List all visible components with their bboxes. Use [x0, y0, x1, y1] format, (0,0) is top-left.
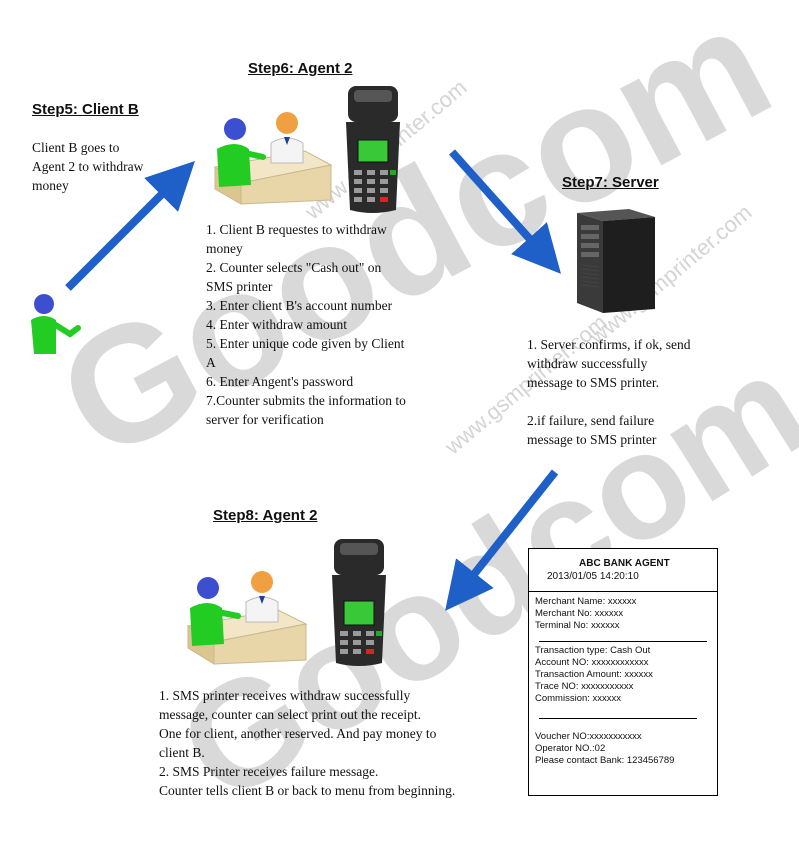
step7-line: 2.if failure, send failure: [527, 413, 655, 428]
step5-heading: Step5: Client B: [32, 101, 139, 118]
step8-line: 2. SMS Printer receives failure message.: [159, 764, 379, 779]
sms-printer-icon: [346, 86, 400, 213]
step6-line: 7.Counter submits the information to: [206, 393, 406, 408]
step7-line: message to SMS printer.: [527, 375, 659, 390]
arrow-client-to-agent: [65, 161, 195, 291]
step8-line: 1. SMS printer receives withdraw success…: [159, 688, 411, 703]
step6-line: SMS printer: [206, 279, 273, 294]
step7-description: 1. Server confirms, if ok, send withdraw…: [527, 335, 767, 449]
step6-line: server for verification: [206, 412, 324, 427]
receipt-trace-no: Trace NO: xxxxxxxxxxx: [535, 681, 634, 692]
receipt-datetime: 2013/01/05 14:20:10: [547, 571, 639, 582]
step8-description: 1. SMS printer receives withdraw success…: [159, 686, 524, 800]
step7-line: withdraw successfully: [527, 356, 648, 371]
step6-line: 1. Client B requestes to withdraw: [206, 222, 387, 237]
step6-heading: Step6: Agent 2: [248, 60, 353, 77]
step7-line: 1. Server confirms, if ok, send: [527, 337, 691, 352]
step8-heading: Step8: Agent 2: [213, 507, 318, 524]
receipt-merchant-name: Merchant Name: xxxxxx: [535, 596, 637, 607]
receipt-account-no: Account NO: xxxxxxxxxxxx: [535, 657, 649, 668]
step5-line: money: [32, 178, 69, 193]
step8-line: client B.: [159, 745, 205, 760]
step7-line: message to SMS printer: [527, 432, 657, 447]
receipt-commission: Commission: xxxxxx: [535, 693, 622, 704]
step5-line: Client B goes to: [32, 140, 120, 155]
step6-line: money: [206, 241, 243, 256]
step8-line: message, counter can select print out th…: [159, 707, 422, 722]
client-b-person-icon: [31, 294, 81, 354]
step6-line: A: [206, 355, 216, 370]
agent-counter-icon: [213, 112, 333, 205]
receipt-terminal-no: Terminal No: xxxxxx: [535, 620, 620, 631]
step8-line: Counter tells client B or back to menu f…: [159, 783, 456, 798]
sms-printer-icon-step8: [332, 539, 386, 666]
step6-line: 5. Enter unique code given by Client: [206, 336, 405, 351]
step5-description: Client B goes to Agent 2 to withdraw mon…: [32, 138, 202, 195]
step7-line: [527, 392, 767, 411]
step6-list: 1. Client B requestes to withdraw money …: [206, 220, 466, 429]
arrow-agent-to-server: [449, 149, 561, 274]
receipt-divider: [529, 591, 717, 592]
step6-line: 6. Enter Angent's password: [206, 374, 354, 389]
receipt-divider: [539, 718, 697, 719]
receipt-transaction-amount: Transaction Amount: xxxxxx: [535, 669, 653, 680]
step6-instructions: 1. Client B requestes to withdraw money …: [206, 220, 466, 429]
step5-line: Agent 2 to withdraw: [32, 159, 144, 174]
arrow-server-to-agent: [445, 469, 559, 611]
receipt-operator-no: Operator NO.:02: [535, 743, 606, 754]
step6-line: 4. Enter withdraw amount: [206, 317, 347, 332]
receipt: ABC BANK AGENT 2013/01/05 14:20:10 Merch…: [528, 548, 718, 796]
step7-heading: Step7: Server: [562, 174, 659, 191]
agent-counter-icon-step8: [186, 571, 308, 665]
receipt-title: ABC BANK AGENT: [579, 558, 670, 569]
step6-line: 2. Counter selects "Cash out" on: [206, 260, 382, 275]
step8-line: One for client, another reserved. And pa…: [159, 726, 437, 741]
step6-line: 3. Enter client B's account number: [206, 298, 393, 313]
receipt-voucher-no: Voucher NO:xxxxxxxxxxx: [535, 731, 642, 742]
receipt-divider: [539, 641, 707, 642]
receipt-merchant-no: Merchant No: xxxxxx: [535, 608, 624, 619]
server-tower-icon: [577, 209, 655, 313]
receipt-transaction-type: Transaction type: Cash Out: [535, 645, 651, 656]
receipt-contact: Please contact Bank: 123456789: [535, 755, 675, 766]
